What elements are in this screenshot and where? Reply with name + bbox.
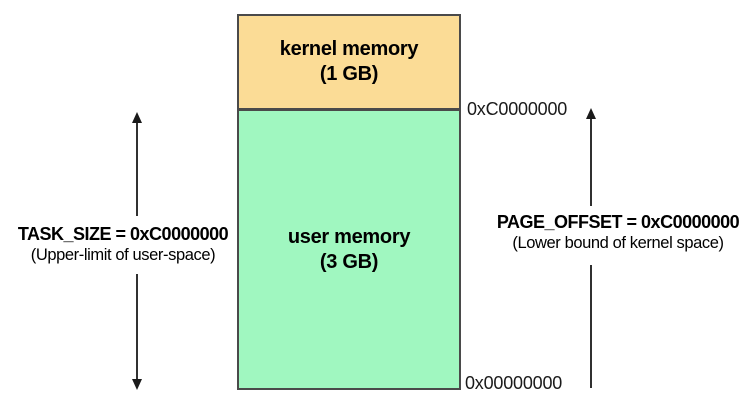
page-offset-description: (Lower bound of kernel space) [512, 234, 724, 252]
kernel-memory-size: (1 GB) [319, 63, 379, 85]
task-size-description: (Upper-limit of user-space) [30, 246, 216, 264]
page-offset-value: PAGE_OFFSET = 0xC0000000 [496, 212, 740, 232]
task-size-value: TASK_SIZE = 0xC0000000 [17, 224, 229, 244]
user-memory-size: (3 GB) [319, 250, 379, 273]
page-offset-annotation: PAGE_OFFSET = 0xC0000000 (Lower bound of… [482, 212, 754, 254]
user-memory-label: user memory [287, 225, 411, 248]
base-address-label: 0x00000000 [465, 373, 563, 393]
kernel-memory-block: kernel memory (1 GB) [239, 16, 459, 111]
arrow-down-head [132, 379, 142, 390]
arrow-up-head [586, 108, 596, 119]
user-space-range-arrow [132, 112, 142, 390]
arrow-up-head [132, 112, 142, 123]
kernel-lower-bound-arrow [586, 108, 596, 388]
user-memory-block: user memory (3 GB) [239, 111, 459, 388]
task-size-annotation: TASK_SIZE = 0xC0000000 (Upper-limit of u… [0, 224, 246, 266]
kernel-memory-label: kernel memory [279, 38, 419, 60]
boundary-address-label: 0xC0000000 [467, 99, 568, 119]
memory-box: kernel memory (1 GB) user memory (3 GB) [237, 14, 461, 390]
